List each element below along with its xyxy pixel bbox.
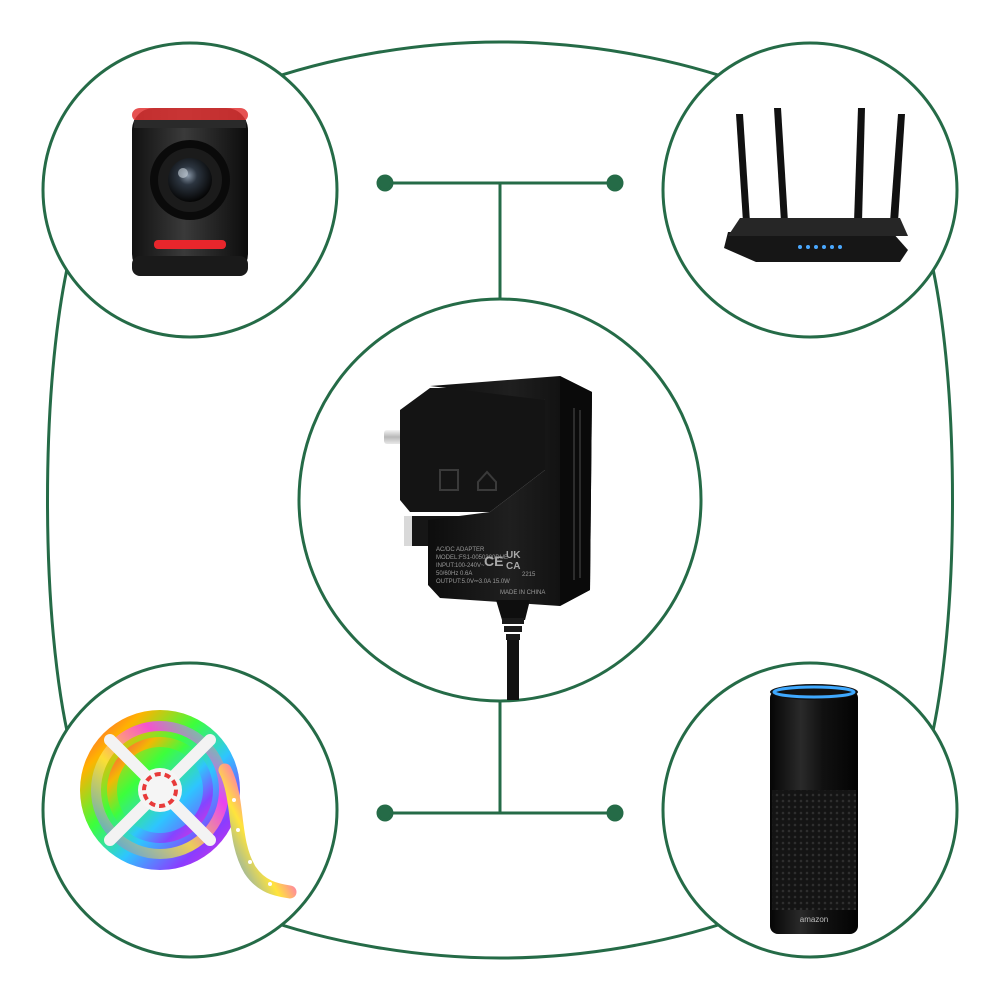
adapter-label-line-1: AC/DC ADAPTER	[436, 547, 485, 553]
wifi-router-icon	[724, 108, 908, 262]
adapter-code: 2215	[522, 572, 536, 578]
rgb-led-strip-icon	[80, 710, 297, 899]
adapter-label-line-3: INPUT:100-240V~	[436, 563, 485, 569]
ce-mark: CE	[484, 553, 503, 569]
speaker-brand-text: amazon	[800, 915, 828, 924]
adapter-made-in: MADE IN CHINA	[500, 590, 545, 596]
smart-speaker-icon: amazon	[770, 684, 858, 934]
circle-top-right	[661, 41, 959, 339]
adapter-label-line-2: MODEL:FS1-0050300DUE	[436, 555, 508, 561]
ukca-mark-top: UK	[506, 550, 521, 561]
security-camera-icon	[132, 108, 248, 276]
connector-lines	[376, 174, 624, 822]
adapter-label-line-4: 50/60Hz 0.6A	[436, 571, 472, 577]
ukca-mark-bottom: CA	[506, 561, 520, 572]
adapter-label-line-5: OUTPUT:5.0V⎓3.0A 15.0W	[436, 579, 510, 585]
uk-plug-power-adapter-icon: AC/DC ADAPTER MODEL:FS1-0050300DUE INPUT…	[384, 376, 592, 700]
